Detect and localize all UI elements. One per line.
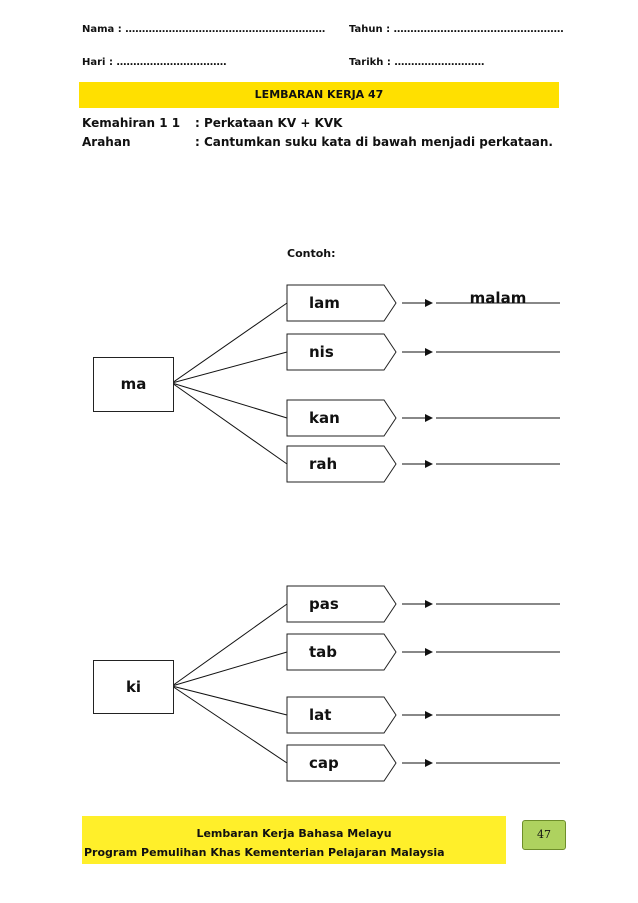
worksheet-title-banner: LEMBARAN KERJA 47 <box>79 82 559 108</box>
connector-line <box>171 382 288 465</box>
syllable-box <box>286 445 397 483</box>
syllable-label: pas <box>309 595 339 613</box>
syllable-box <box>286 284 397 322</box>
connector-line <box>171 382 288 419</box>
syllable-label: rah <box>309 455 337 473</box>
connector-line <box>171 351 288 384</box>
answer-text: malam <box>469 289 527 307</box>
footer-line-1: Lembaran Kerja Bahasa Melayu <box>196 827 392 840</box>
syllable-label: kan <box>309 409 340 427</box>
syllable-box <box>286 333 397 371</box>
kemahiran-label: Kemahiran 1 1 <box>82 116 181 130</box>
connector-line <box>171 685 288 716</box>
arahan-label: Arahan <box>82 135 131 149</box>
arahan-value: : Cantumkan suku kata di bawah menjadi p… <box>195 135 553 149</box>
syllable-label: tab <box>309 643 337 661</box>
page-number-badge: 47 <box>522 820 566 850</box>
syllable-box <box>286 633 397 671</box>
connector-line <box>171 685 288 764</box>
syllable-box <box>286 696 397 734</box>
nama-field: Nama : …………………………………………………… <box>82 24 326 35</box>
footer-line-2: Program Pemulihan Khas Kementerian Pelaj… <box>84 846 445 859</box>
source-syllable-box: ma <box>93 357 174 412</box>
connector-line <box>171 651 288 687</box>
source-syllable-box: ki <box>93 660 174 714</box>
footer-banner: Lembaran Kerja Bahasa Melayu Program Pem… <box>82 816 506 864</box>
syllable-box <box>286 744 397 782</box>
connector-line <box>171 302 288 384</box>
syllable-label: lat <box>309 706 331 724</box>
contoh-label: Contoh: <box>287 247 336 260</box>
syllable-label: nis <box>309 343 334 361</box>
syllable-box <box>286 399 397 437</box>
tahun-field: Tahun : …………………………………………… <box>349 24 564 35</box>
tarikh-field: Tarikh : ……………………… <box>349 57 485 68</box>
syllable-label: cap <box>309 754 339 772</box>
hari-field: Hari : …………………………… <box>82 57 227 68</box>
syllable-box <box>286 585 397 623</box>
connector-line <box>171 603 288 687</box>
kemahiran-value: : Perkataan KV + KVK <box>195 116 343 130</box>
syllable-label: lam <box>309 294 340 312</box>
